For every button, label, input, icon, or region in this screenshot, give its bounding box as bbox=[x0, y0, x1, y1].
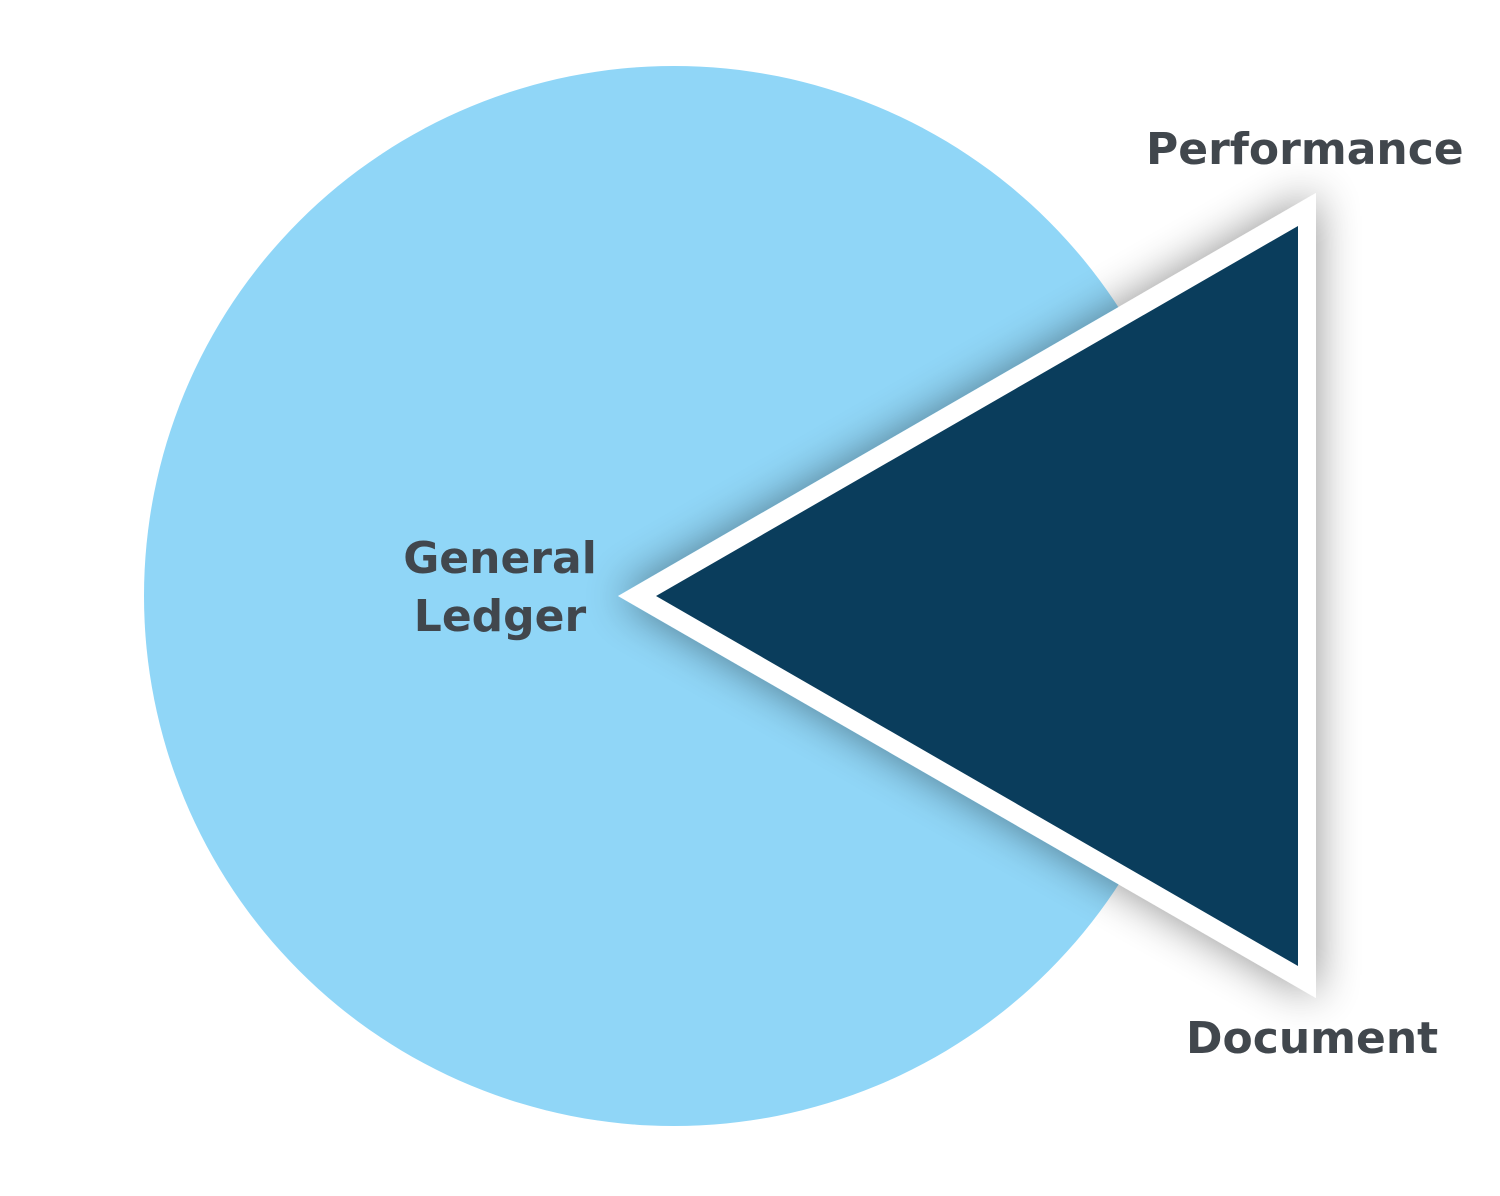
label-performance: Performance bbox=[1146, 124, 1464, 175]
triangle-fill bbox=[656, 226, 1298, 966]
label-general-ledger-line2: Ledger bbox=[413, 591, 587, 642]
label-document: Document bbox=[1186, 1013, 1439, 1064]
label-general-ledger-line1: General bbox=[403, 533, 597, 584]
label-general-ledger: General Ledger bbox=[380, 530, 620, 646]
